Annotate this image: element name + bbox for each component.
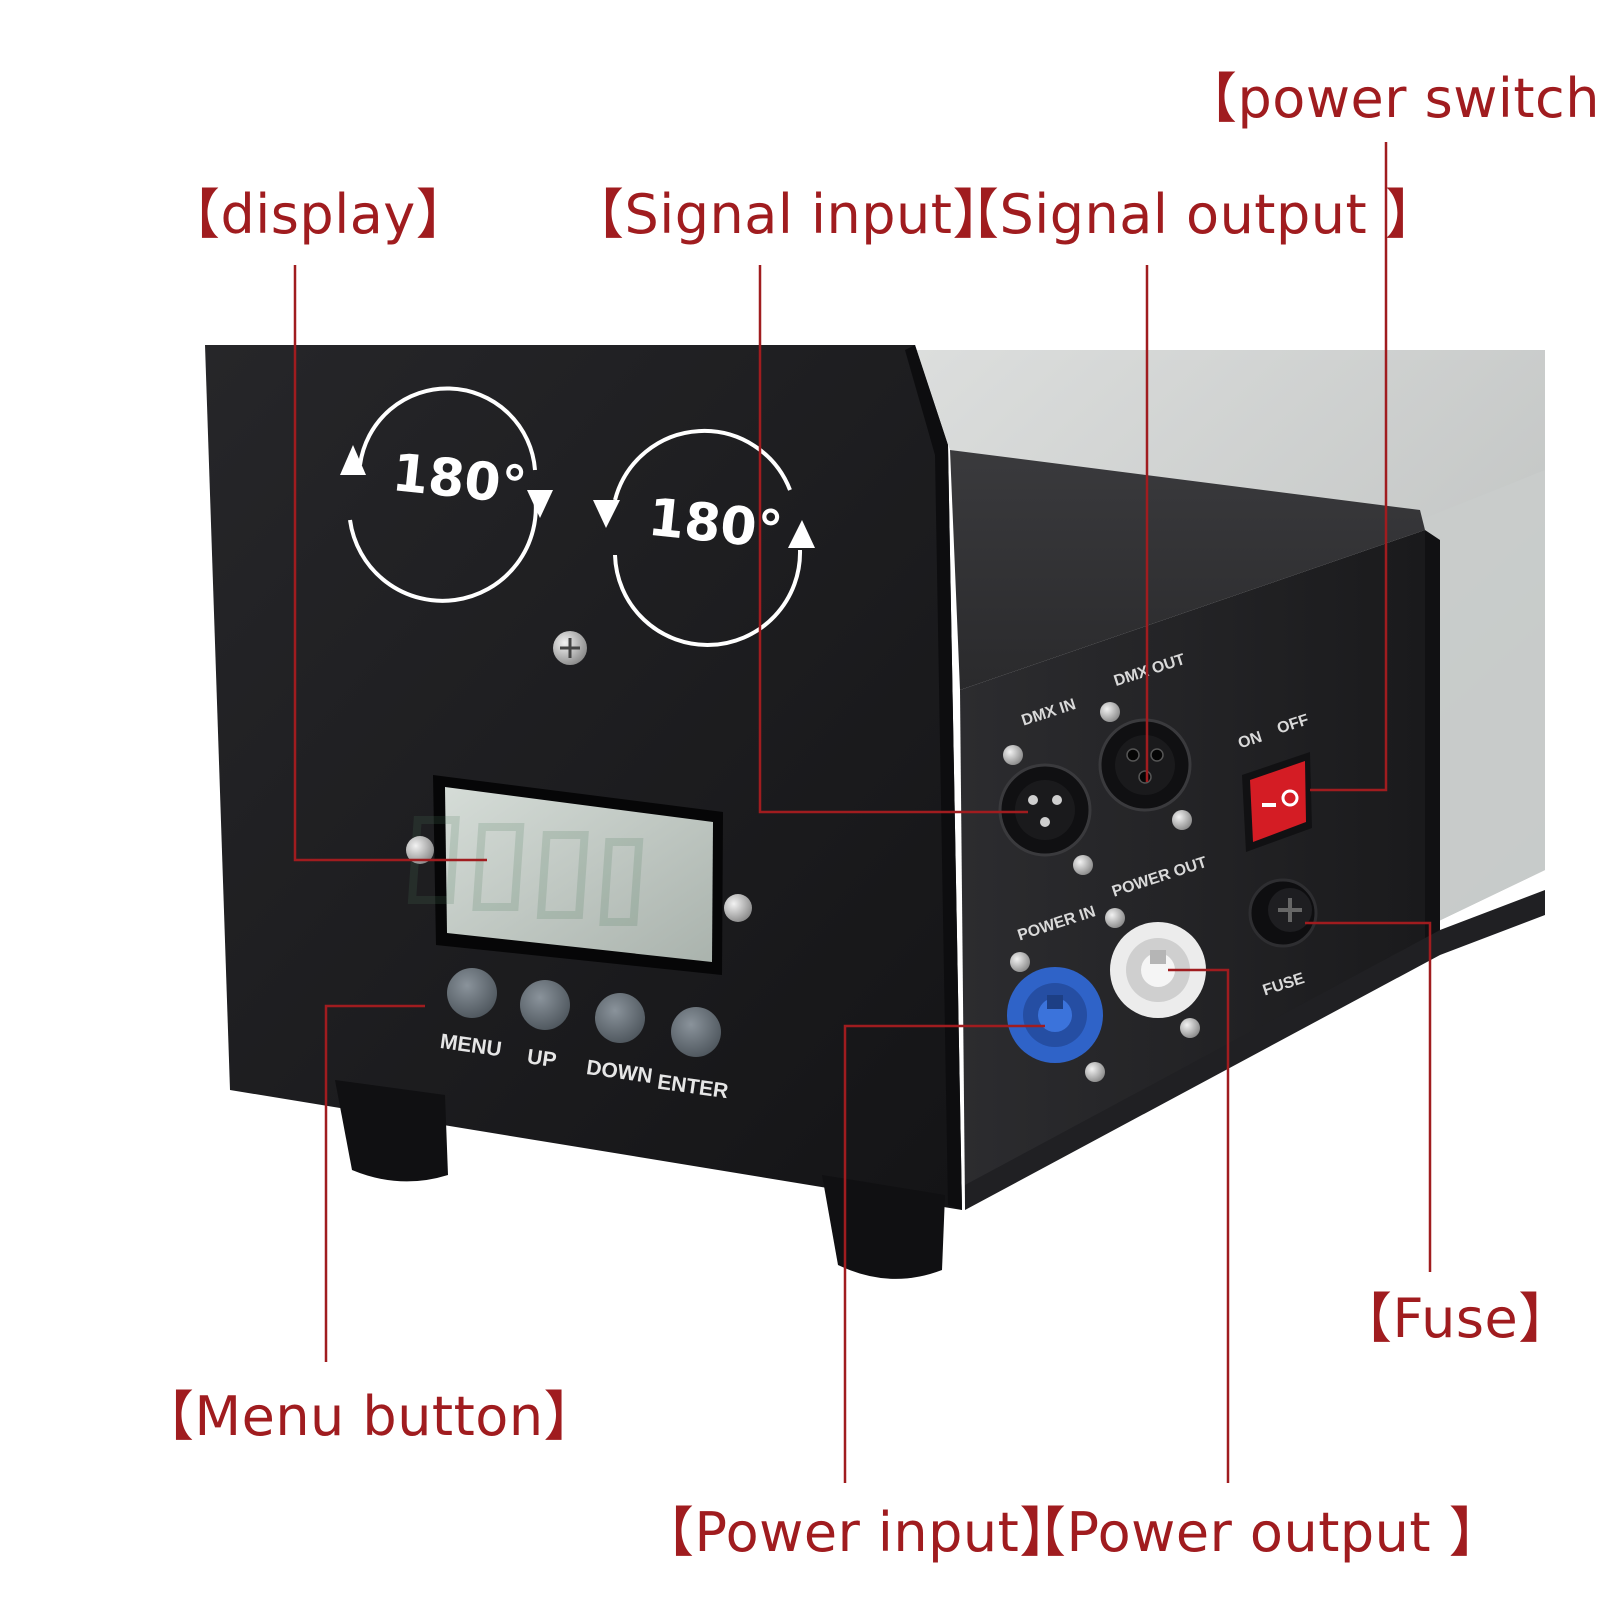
- signal-output-callout: 【Signal output 】: [945, 183, 1440, 246]
- switch-on-label: ON: [1236, 729, 1264, 753]
- screw: [1180, 1018, 1200, 1038]
- rotation-left-label: 180°: [389, 443, 529, 517]
- signal-output-port[interactable]: [1098, 718, 1192, 812]
- power-switch[interactable]: [1242, 752, 1312, 852]
- front-housing: [205, 345, 962, 1210]
- screw: [724, 894, 752, 922]
- fuse-leader: [1305, 921, 1432, 1272]
- power-output-port[interactable]: [1110, 922, 1206, 1018]
- power-output-leader: [1168, 968, 1230, 1483]
- rear-housing-top: [950, 450, 1425, 690]
- menu-button-callout: 【Menu button】: [140, 1385, 599, 1448]
- rotation-right-icon: [593, 428, 815, 648]
- screw: [1003, 745, 1023, 765]
- rotation-right-label: 180°: [645, 488, 785, 562]
- up-button-label: UP: [526, 1045, 558, 1072]
- screw: [1085, 1062, 1105, 1082]
- display-callout: 【display】: [166, 183, 471, 246]
- screw: [1105, 908, 1125, 928]
- enter-button[interactable]: [671, 1007, 721, 1057]
- display-window: [407, 775, 723, 975]
- power-switch-callout: 【power switch】: [1183, 67, 1600, 130]
- screw: [1100, 702, 1120, 722]
- screw: [406, 836, 434, 864]
- fluid-tank: [915, 350, 1545, 930]
- fuse-callout: 【Fuse】: [1338, 1287, 1573, 1350]
- rotation-left-icon: [340, 386, 553, 603]
- screw: [1172, 810, 1192, 830]
- menu-button[interactable]: [447, 968, 497, 1018]
- power-input-port[interactable]: [1007, 967, 1103, 1063]
- power-input-leader: [843, 1024, 1045, 1483]
- base-rail: [965, 890, 1545, 1210]
- signal-input-leader: [758, 265, 1028, 814]
- power-switch-leader: [1310, 142, 1388, 792]
- display-leader: [293, 265, 487, 862]
- power-input-callout: 【Power input】: [640, 1501, 1074, 1564]
- down-button[interactable]: [595, 993, 645, 1043]
- up-button[interactable]: [520, 980, 570, 1030]
- control-buttons: [447, 968, 721, 1057]
- signal-input-port[interactable]: [998, 763, 1092, 857]
- callout-leader-lines: [293, 142, 1432, 1483]
- screw: [1010, 952, 1030, 972]
- feet: [335, 1080, 945, 1279]
- power-output-callout: 【Power output 】: [1012, 1501, 1504, 1564]
- menu-button-leader: [324, 1004, 425, 1362]
- signal-input-callout: 【Signal input】: [570, 183, 1007, 246]
- screw: [1073, 855, 1093, 875]
- fuse-holder[interactable]: [1248, 878, 1318, 948]
